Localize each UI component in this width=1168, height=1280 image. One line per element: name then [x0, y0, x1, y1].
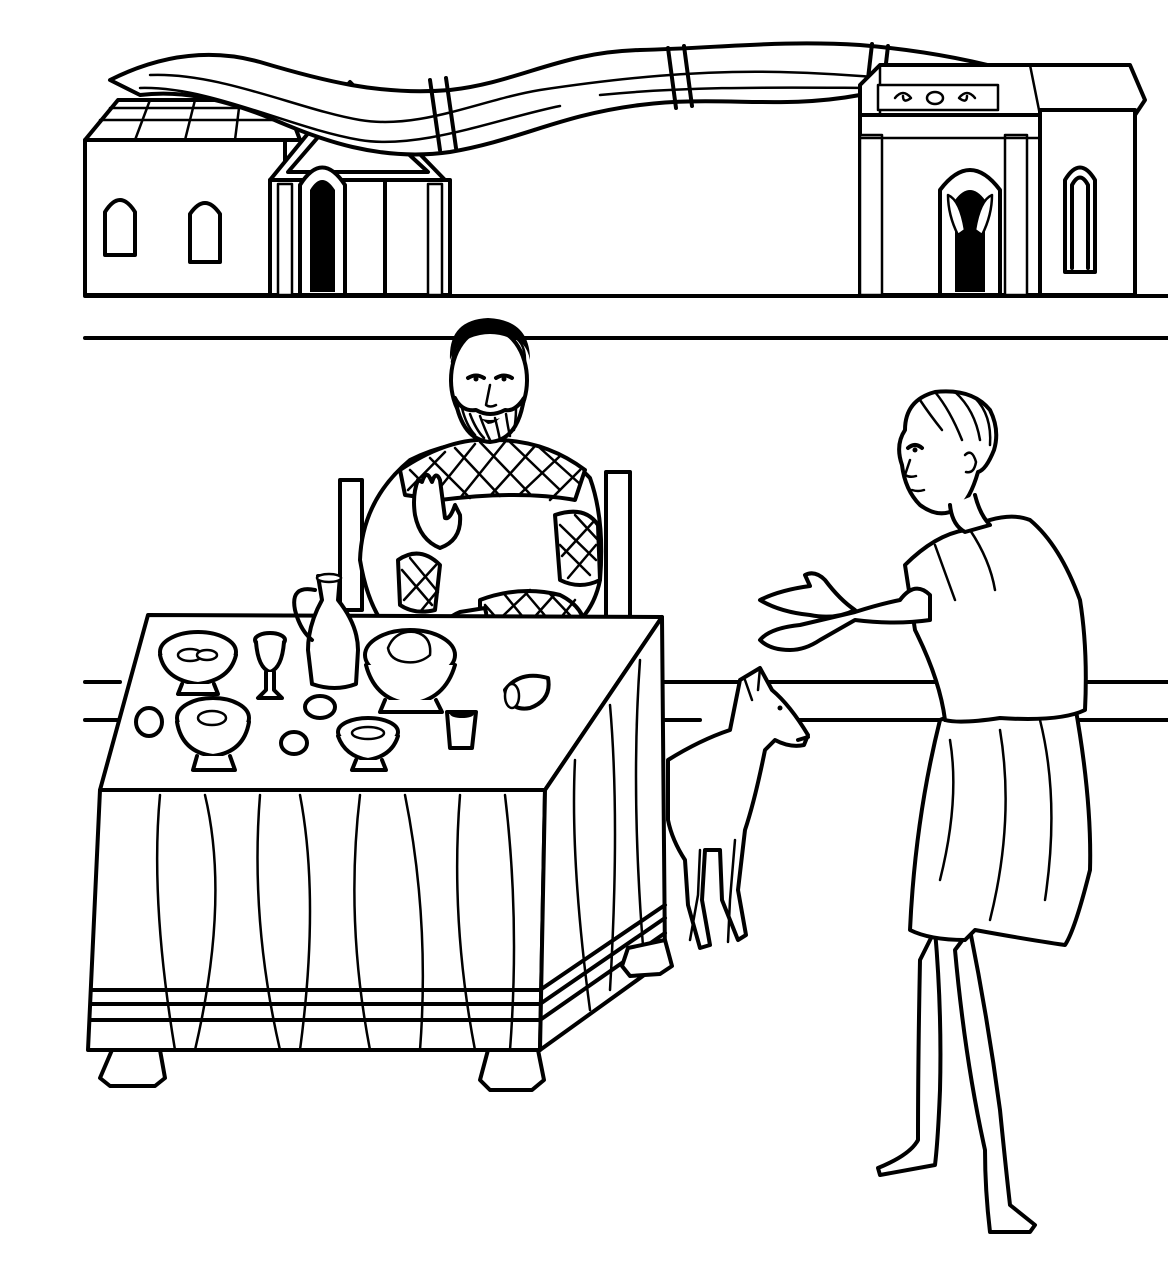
table-leg-left: [98, 1048, 167, 1088]
table-leg-back: [620, 938, 674, 978]
food-items: [134, 572, 551, 772]
boy: [758, 389, 1093, 1234]
chair-post-left: [338, 478, 364, 612]
background-buildings: [83, 41, 1168, 722]
man-at-table: [338, 318, 632, 662]
table-with-food: [86, 572, 674, 1092]
chair-post-right: [604, 470, 632, 619]
right-house: [858, 63, 1147, 297]
dog: [666, 666, 810, 950]
table-leg-right: [478, 1048, 546, 1092]
